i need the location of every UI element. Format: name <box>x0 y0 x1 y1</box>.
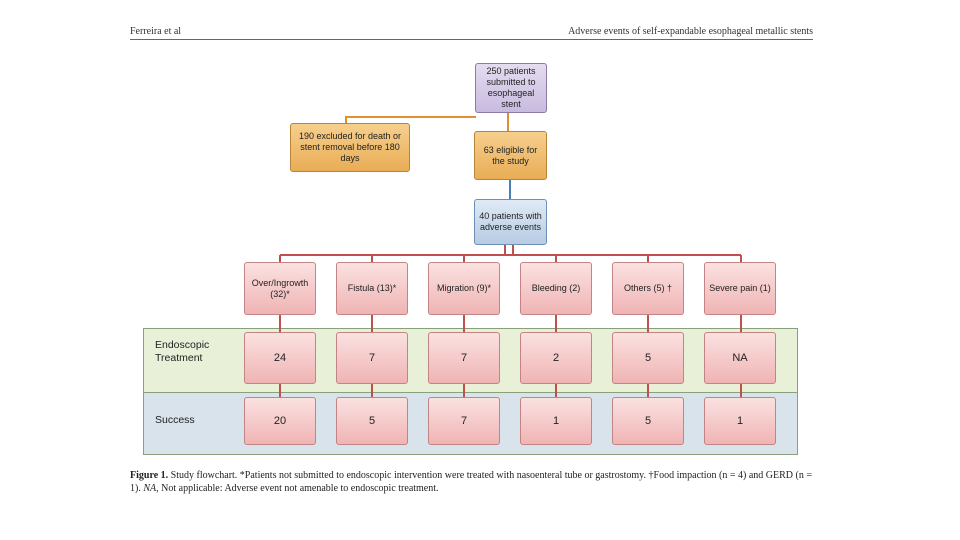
event-migration: Migration (9)* <box>428 262 500 315</box>
event-fistula: Fistula (13)* <box>336 262 408 315</box>
caption-na-abbrev: NA, <box>143 483 159 494</box>
success-bleeding: 1 <box>520 397 592 445</box>
success-others: 5 <box>612 397 684 445</box>
treatment-bleeding: 2 <box>520 332 592 384</box>
event-severe-pain: Severe pain (1) <box>704 262 776 315</box>
caption-na-text: Not applicable: Adverse event not amenab… <box>158 483 439 494</box>
treatment-migration: 7 <box>428 332 500 384</box>
node-submitted: 250 patients submitted to esophageal ste… <box>475 63 547 113</box>
node-adverse-events: 40 patients with adverse events <box>474 199 547 245</box>
caption-text: Study flowchart. *Patients not submitted… <box>130 470 812 494</box>
treatment-fistula: 7 <box>336 332 408 384</box>
success-label: Success <box>155 414 195 426</box>
figure-label: Figure 1. <box>130 470 169 481</box>
success-migration: 7 <box>428 397 500 445</box>
treatment-others: 5 <box>612 332 684 384</box>
success-severe-pain: 1 <box>704 397 776 445</box>
success-fistula: 5 <box>336 397 408 445</box>
figure-caption: Figure 1. Study flowchart. *Patients not… <box>130 469 814 495</box>
treatment-over-ingrowth: 24 <box>244 332 316 384</box>
connector-to-excluded <box>345 116 476 123</box>
node-excluded: 190 excluded for death or stent removal … <box>290 123 410 172</box>
node-eligible: 63 eligible for the study <box>474 131 547 180</box>
treatment-severe-pain: NA <box>704 332 776 384</box>
event-over-ingrowth: Over/Ingrowth (32)* <box>244 262 316 315</box>
running-header-authors: Ferreira et al <box>130 26 182 37</box>
success-over-ingrowth: 20 <box>244 397 316 445</box>
event-bleeding: Bleeding (2) <box>520 262 592 315</box>
endoscopic-treatment-label: Endoscopic Treatment <box>155 339 210 364</box>
running-header-title: Adverse events of self-expandable esopha… <box>568 26 813 37</box>
event-others: Others (5) † <box>612 262 684 315</box>
header-rule <box>130 39 813 40</box>
